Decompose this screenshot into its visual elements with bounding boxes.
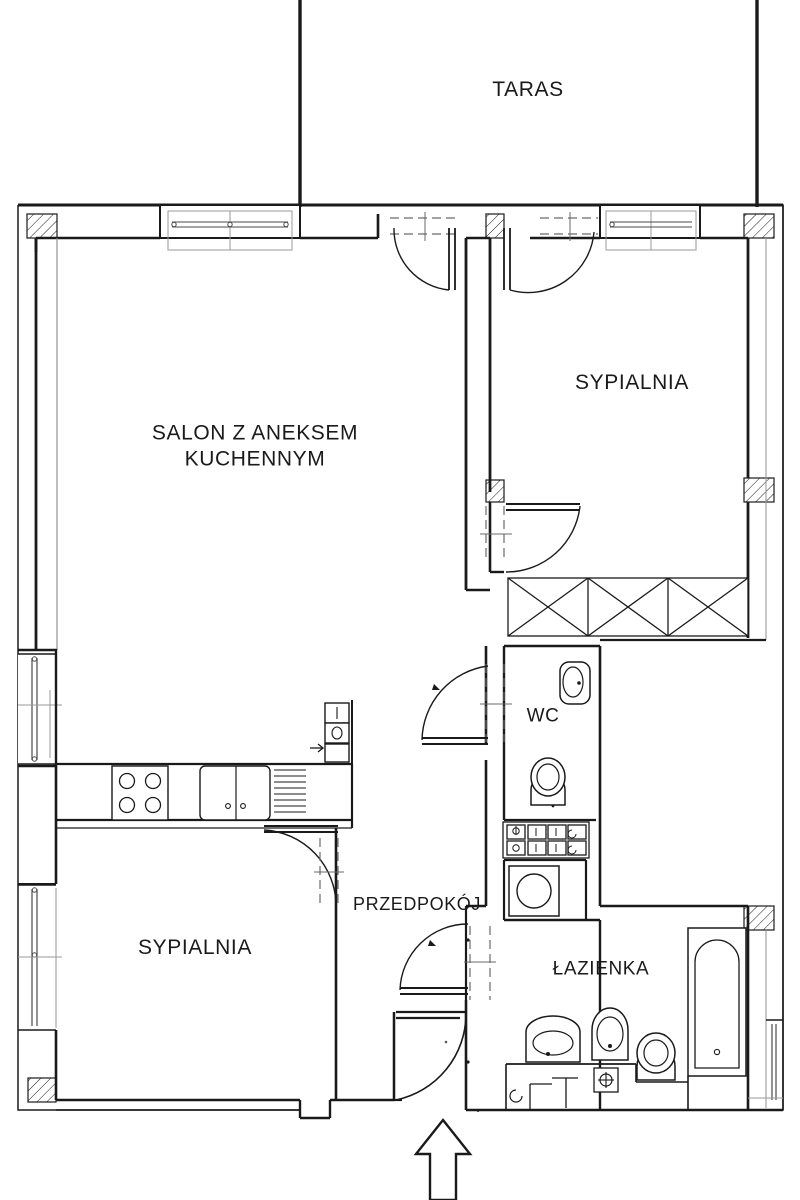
balcony-door-bedroom bbox=[503, 212, 598, 294]
terrace-outline bbox=[298, 0, 759, 207]
salon-walls bbox=[34, 238, 58, 650]
bedroom-lower-walls bbox=[56, 828, 394, 1120]
window-bedroom-north bbox=[599, 204, 701, 251]
bathroom-toilet bbox=[636, 1032, 676, 1081]
wc-washbasin bbox=[559, 661, 591, 705]
bathtub bbox=[687, 927, 747, 1077]
bathroom-counter-edge bbox=[505, 1063, 689, 1110]
bathroom-bidet bbox=[591, 1007, 629, 1061]
door-bedroom-upper bbox=[480, 503, 581, 573]
drainboard bbox=[274, 769, 306, 813]
room-label-salon: SALON Z ANEKSEM KUCHENNYM bbox=[151, 421, 359, 470]
wc-toilet bbox=[530, 757, 566, 808]
room-label-sypialnia-dol: SYPIALNIA bbox=[138, 936, 252, 960]
room-label-wc: WC bbox=[526, 705, 560, 727]
kitchen-counter bbox=[56, 700, 354, 829]
north-wall bbox=[18, 203, 783, 240]
entrance-direction-arrow bbox=[413, 1118, 473, 1200]
west-wall bbox=[18, 648, 58, 1103]
floor-drain bbox=[593, 1067, 619, 1093]
bathroom-washbasin bbox=[525, 1015, 581, 1063]
balcony-door-salon bbox=[376, 212, 460, 291]
salon-internal-walls bbox=[376, 214, 505, 592]
room-label-taras: TARAS bbox=[492, 78, 564, 102]
door-bathroom bbox=[399, 923, 496, 1000]
window-salon-west bbox=[18, 653, 62, 765]
window-bedroom-west bbox=[18, 884, 62, 1031]
built-in-wardrobe bbox=[507, 577, 749, 637]
room-label-lazienka: ŁAZIENKA bbox=[552, 958, 650, 980]
bedroom-upper-walls bbox=[507, 205, 784, 1110]
washing-machine bbox=[508, 865, 560, 917]
building-outer-envelope bbox=[17, 204, 784, 1112]
utility-meter-panel bbox=[502, 821, 590, 859]
4-burner-hob bbox=[111, 765, 169, 821]
oven-microwave-column bbox=[310, 702, 350, 763]
door-wc bbox=[421, 664, 512, 745]
hallway-walls bbox=[392, 646, 500, 1112]
room-label-sypialnia-gora: SYPIALNIA bbox=[575, 371, 689, 395]
main-entrance-door bbox=[392, 1010, 467, 1102]
door-bedroom-lower bbox=[263, 825, 344, 907]
room-label-przedpokoj: PRZEDPOKÓJ bbox=[352, 894, 482, 915]
window-salon-north bbox=[159, 204, 301, 251]
window-bathroom-east bbox=[748, 1019, 783, 1100]
double-sink bbox=[199, 765, 271, 821]
